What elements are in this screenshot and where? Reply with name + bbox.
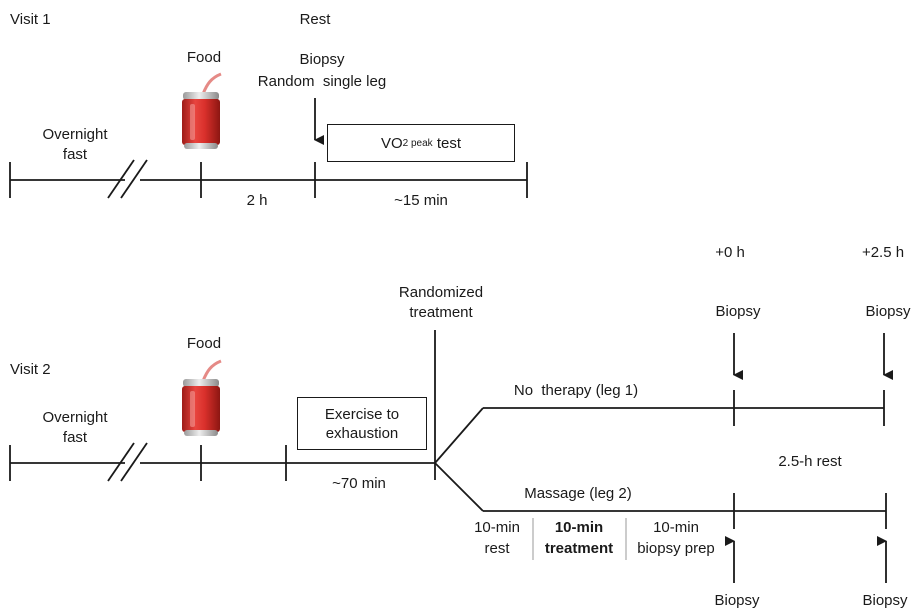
leg1-label: No therapy (leg 1) [513, 382, 639, 399]
soda-can-icon [182, 359, 222, 436]
food-label: Food [186, 49, 222, 66]
duration-70min: ~70 min [332, 475, 386, 492]
treatment-10min-line2: treatment [544, 540, 614, 557]
randomized-label-line2: treatment [409, 304, 473, 321]
fast-label: fast [62, 146, 88, 163]
biopsy-label: Biopsy [299, 51, 345, 68]
rest-2_5h-label: 2.5-h rest [778, 453, 842, 470]
duration-2h: 2 h [246, 192, 268, 209]
food-label: Food [186, 335, 222, 352]
exercise-line2: exhaustion [325, 424, 399, 442]
rest-10min-line2: rest [484, 540, 510, 557]
biopsy-prep-line1: 10-min [653, 519, 699, 536]
exercise-line1: Exercise to [324, 405, 400, 423]
visit2-timeline [9, 330, 893, 583]
vo2-label: VO [380, 134, 403, 152]
time-break-mark [107, 442, 135, 482]
biopsy-label: Biopsy [715, 303, 761, 320]
exercise-box: Exercise to exhaustion [297, 397, 427, 450]
treatment-10min-line1: 10-min [554, 519, 604, 536]
time-break-mark [120, 442, 148, 482]
time-break-mark [107, 159, 135, 199]
randomized-label-line1: Randomized [398, 284, 484, 301]
phase-separators [532, 518, 627, 560]
biopsy-label: Biopsy [865, 303, 911, 320]
visit1-timeline [9, 98, 528, 199]
duration-15min: ~15 min [394, 192, 448, 209]
overnight-label: Overnight [42, 126, 108, 143]
biopsy-label: Biopsy [714, 592, 760, 609]
rest-10min-line1: 10-min [474, 519, 520, 536]
branch-leg1 [434, 407, 484, 464]
random-leg-label: Random single leg [257, 73, 387, 90]
soda-can-icon [182, 72, 222, 149]
test-label: test [432, 134, 462, 152]
visit2-title: Visit 2 [10, 361, 51, 378]
rest-label: Rest [299, 11, 331, 28]
time-0h-label: +0 h [715, 244, 745, 261]
overnight-label: Overnight [42, 409, 108, 426]
time-break-mark [120, 159, 148, 199]
branch-leg2 [434, 462, 484, 512]
time-2_5h-label: +2.5 h [861, 244, 905, 261]
leg2-label: Massage (leg 2) [524, 485, 632, 502]
biopsy-label: Biopsy [862, 592, 908, 609]
fast-label: fast [62, 429, 88, 446]
biopsy-prep-line2: biopsy prep [637, 540, 715, 557]
vo2-subscript: 2 peak [402, 137, 433, 149]
visit1-title: Visit 1 [10, 11, 51, 28]
